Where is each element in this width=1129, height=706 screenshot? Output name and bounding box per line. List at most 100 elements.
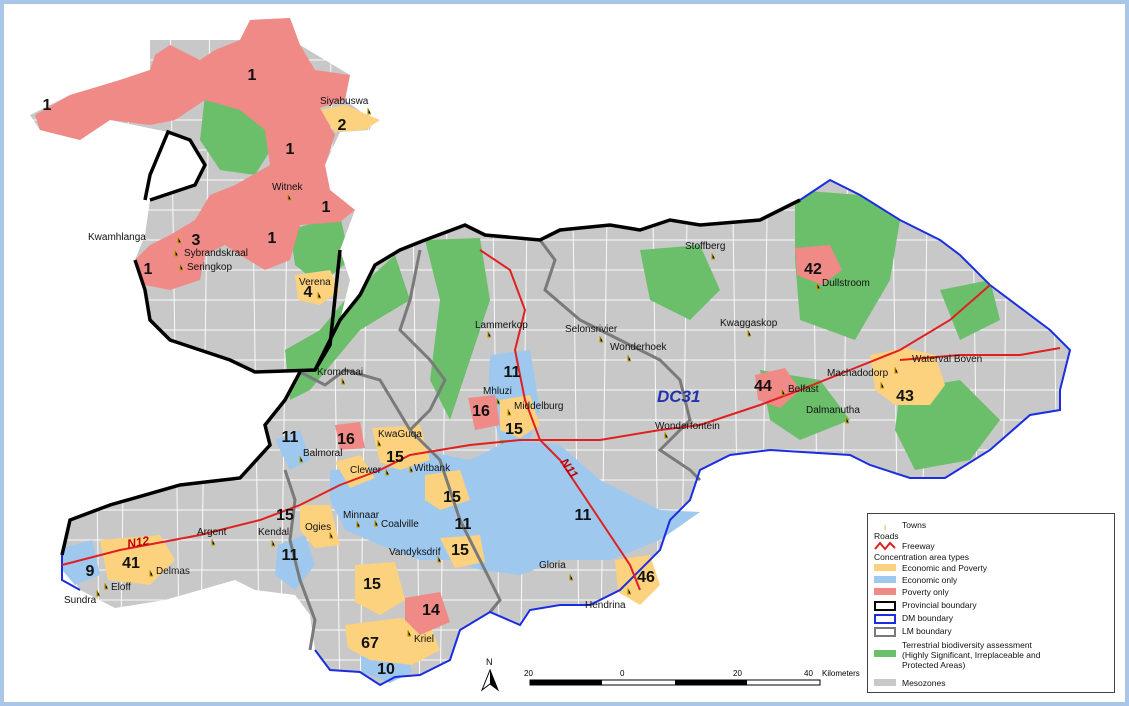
town-label: Wonderfontein	[655, 421, 720, 432]
swatch-dm	[874, 614, 896, 624]
swatch-lm	[874, 627, 896, 637]
zone-number: 4	[304, 284, 313, 301]
road-label-n12: N12	[126, 533, 150, 551]
zone-number: 41	[122, 555, 140, 572]
zone-number: 15	[363, 576, 381, 593]
swatch-mesozones	[874, 679, 896, 686]
town-label: Ogies	[305, 522, 331, 533]
legend-dm: DM boundary	[874, 613, 953, 624]
zone-number: 1	[322, 199, 331, 216]
legend-lm: LM boundary	[874, 626, 952, 637]
town-label: Middelburg	[514, 401, 563, 412]
legend-towns: ╷ Towns	[874, 520, 926, 531]
town-label: Machadodorp	[827, 368, 889, 379]
zone-number: 3	[192, 232, 201, 249]
town-label: Waterval Boven	[912, 354, 982, 365]
zone-number: 15	[443, 489, 461, 506]
town-label: KwaGuqa	[378, 429, 422, 440]
town-label: Dalmanutha	[806, 405, 860, 416]
town-label: Dullstroom	[822, 278, 870, 289]
swatch-econ-poverty	[874, 564, 896, 571]
zone-number: 16	[472, 403, 490, 420]
zone-number: 67	[361, 635, 379, 652]
zone-number: 11	[282, 547, 299, 564]
town-label: Sybrandskraal	[184, 248, 248, 259]
town-label: Selonsrivier	[565, 324, 618, 335]
zone-number: 42	[804, 261, 822, 278]
town-label: Coalville	[381, 519, 419, 530]
zone-number: 43	[896, 388, 914, 405]
town-label: Vandyksdrif	[389, 547, 441, 558]
zone-number: 11	[282, 429, 299, 446]
zone-number: 1	[144, 261, 153, 278]
town-label: Kromdraai	[317, 367, 363, 378]
freeway-roads	[61, 249, 1061, 591]
town-label: Balmoral	[303, 448, 342, 459]
legend-concentration-header: Concentration area types	[874, 552, 969, 562]
lm-boundaries	[283, 239, 702, 651]
zone-number: 15	[451, 542, 469, 559]
provincial-boundary	[60, 129, 801, 556]
legend-terrestrial-line2: (Highly Significant, Irreplaceable and	[902, 650, 1041, 660]
town-label: Gloria	[539, 560, 566, 571]
legend-freeway: Freeway	[874, 541, 935, 551]
legend-mesozones: Mesozones	[874, 678, 945, 688]
zone-number: 11	[575, 507, 592, 524]
zone-number: 2	[338, 117, 347, 134]
legend-roads: Roads	[874, 531, 899, 541]
poverty-only-areas	[35, 18, 842, 635]
town-label: Kwaggaskop	[720, 318, 778, 329]
zone-number: 1	[268, 230, 277, 247]
town-label: Belfast	[788, 384, 819, 395]
swatch-terrestrial	[874, 650, 896, 657]
town-label: Seringkop	[187, 262, 232, 273]
town-label: Siyabuswa	[320, 96, 369, 107]
town-label: Kriel	[414, 634, 434, 645]
town-label: Hendrina	[585, 600, 626, 611]
town-label: Minnaar	[343, 510, 380, 521]
zone-number: 1	[248, 67, 257, 84]
town-label: Wonderhoek	[610, 342, 668, 353]
legend-econ-only: Economic only	[874, 575, 957, 585]
town-label: Kendal	[258, 527, 289, 538]
zone-number: 44	[754, 378, 772, 395]
town-markers	[96, 108, 898, 637]
map-legend: ╷ Towns Roads Freeway Concentration area…	[867, 513, 1115, 693]
town-label: Argent	[197, 527, 227, 538]
legend-terrestrial-line3: Protected Areas)	[902, 660, 966, 670]
town-label: Lammerkop	[475, 320, 528, 331]
zone-number: 15	[505, 421, 523, 438]
zone-number: 15	[276, 507, 294, 524]
legend-terrestrial-line1: Terrestrial biodiversity assessment	[902, 640, 1032, 650]
legend-econ-poverty: Economic and Poverty	[874, 563, 987, 573]
zone-number: 16	[337, 431, 355, 448]
town-label: Delmas	[156, 566, 190, 577]
zone-number: 1	[43, 97, 52, 114]
legend-terrestrial: Terrestrial biodiversity assessment (Hig…	[874, 640, 1040, 670]
freeway-line-icon	[874, 541, 896, 551]
zone-number: 10	[377, 661, 395, 678]
town-label: Witnek	[272, 182, 304, 193]
town-label: Clewer	[350, 465, 382, 476]
legend-provincial: Provincial boundary	[874, 600, 977, 611]
town-label: Witbank	[414, 463, 451, 474]
zone-number: 11	[504, 364, 521, 381]
district-label: DC31	[657, 387, 700, 406]
zone-number-labels: 1 1 1 1 1 1 2 3 4 42 11 16 15 44 43 11 1…	[43, 67, 914, 678]
town-label: Mhluzi	[483, 386, 512, 397]
town-label: Stoffberg	[685, 241, 725, 252]
swatch-econ-only	[874, 576, 896, 583]
town-label: Sundra	[64, 595, 97, 606]
legend-poverty-only: Poverty only	[874, 587, 949, 597]
zone-number: 15	[386, 449, 404, 466]
town-label: Eloff	[111, 582, 131, 593]
zone-number: 9	[86, 563, 95, 580]
zone-number: 14	[422, 602, 440, 619]
zone-number: 1	[286, 141, 295, 158]
town-label: Kwamhlanga	[88, 232, 146, 243]
town-marker-icon: ╷	[882, 520, 888, 530]
town-label: Verena	[299, 277, 331, 288]
swatch-poverty-only	[874, 588, 896, 595]
zone-number: 11	[455, 516, 472, 533]
